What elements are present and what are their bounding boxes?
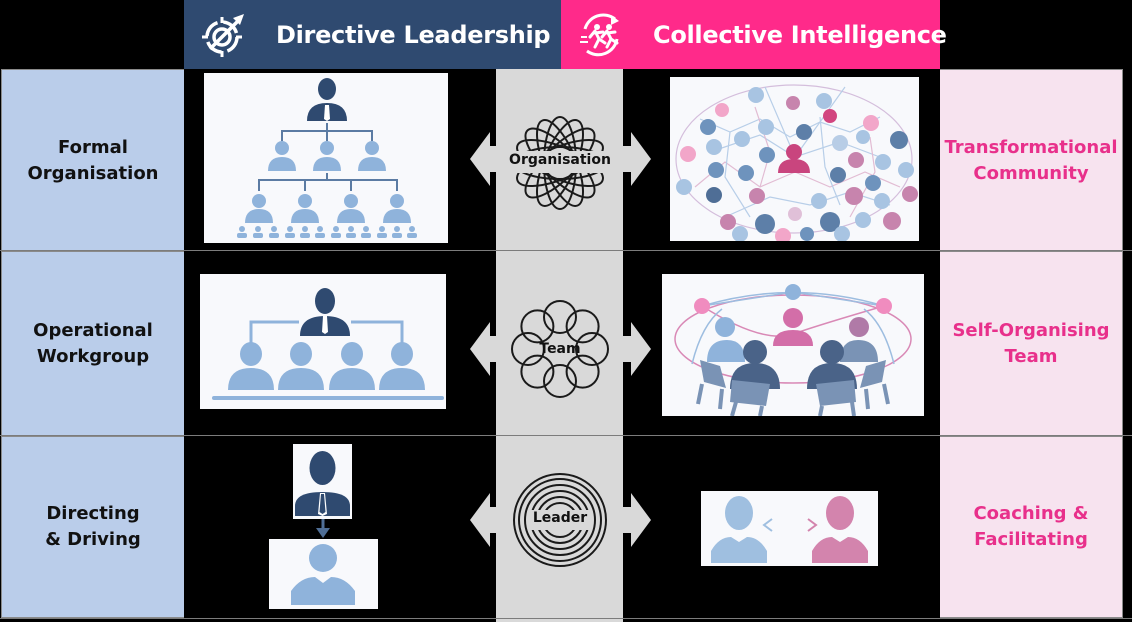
row-label-coaching-facilitating: Coaching & Facilitating (940, 436, 1123, 618)
peer-exchange-image (701, 491, 878, 566)
header-title-directive: Directive Leadership (276, 20, 551, 49)
header-directive-leadership: Directive Leadership (184, 0, 561, 69)
arrow-left-icon (470, 132, 510, 186)
boss-image (293, 444, 352, 519)
label-line: Directing (46, 503, 140, 524)
spirograph-icon (508, 113, 612, 213)
row-label-directing-driving: Directing & Driving (1, 436, 184, 618)
manager-over-team-image (200, 274, 446, 409)
arrow-right-icon (611, 322, 651, 376)
label-line: Coaching & (973, 503, 1089, 524)
arrow-down-icon (315, 519, 331, 539)
label-line: Formal (58, 136, 128, 158)
label-line: & Driving (45, 529, 141, 550)
runners-cycle-icon (577, 11, 625, 59)
header-collective-intelligence: Collective Intelligence (561, 0, 947, 69)
center-label-organisation: Organisation (509, 152, 611, 168)
label-line: Transformational (944, 136, 1118, 158)
arrow-left-icon (470, 493, 510, 547)
arrow-right-icon (611, 493, 651, 547)
target-arrow-icon (200, 11, 248, 59)
label-line: Organisation (27, 162, 159, 184)
header-title-collective: Collective Intelligence (653, 20, 947, 49)
arrow-left-icon (470, 322, 510, 376)
label-line: Facilitating (974, 529, 1088, 550)
circle-meeting-image (662, 274, 924, 416)
concentric-circles-icon (512, 472, 608, 568)
label-line: Community (973, 162, 1089, 184)
label-line: Workgroup (36, 346, 150, 367)
row-divider (0, 250, 1132, 251)
label-line: Team (1004, 346, 1058, 367)
org-chart-hierarchy-image (204, 73, 448, 243)
subordinate-image (269, 539, 378, 609)
label-line: Self-Organising (952, 320, 1110, 341)
network-community-image (670, 77, 919, 241)
label-line: Operational (33, 320, 153, 341)
center-label-leader: Leader (532, 510, 588, 526)
row-divider (0, 435, 1132, 436)
overlapping-circles-icon (510, 299, 610, 399)
arrow-right-icon (611, 132, 651, 186)
center-label-team: Team (539, 341, 581, 357)
row-divider (0, 618, 1132, 619)
